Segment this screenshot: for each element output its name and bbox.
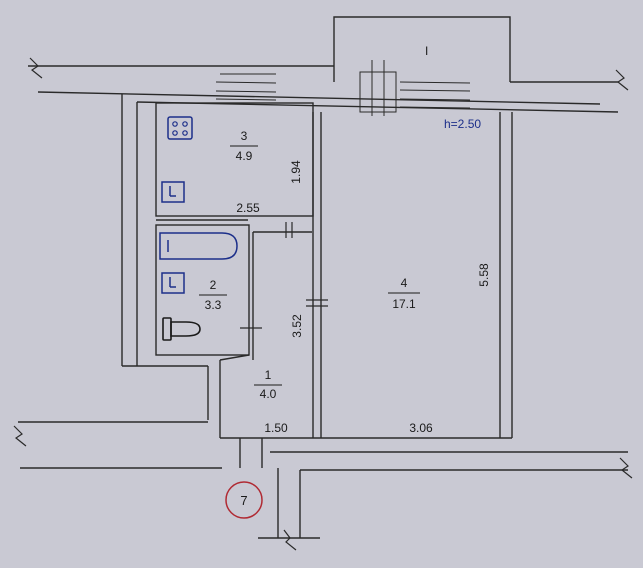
room-number: 1 [265, 368, 272, 382]
sink-icon [161, 181, 185, 203]
balcony-mark: I [425, 44, 428, 58]
dimension-label: 2.55 [236, 201, 260, 215]
windows [215, 60, 471, 116]
dimension-label: 3.52 [290, 314, 304, 338]
window-left [215, 73, 277, 101]
dimension-label: 3.06 [409, 421, 433, 435]
room-number: 2 [210, 278, 217, 292]
walls [18, 16, 628, 539]
room-number: 4 [401, 276, 408, 290]
toilet-icon [162, 317, 201, 341]
door-marks [240, 222, 328, 329]
entrance-marker: 7 [225, 481, 263, 519]
room-area: 17.1 [392, 297, 416, 311]
window-right [399, 81, 471, 109]
dimension-label: 1.50 [264, 421, 288, 435]
bathtub-icon [159, 232, 238, 260]
dimension-label: 1.94 [289, 160, 303, 184]
ceiling-height: h=2.50 [444, 117, 481, 131]
sink-icon [161, 272, 185, 294]
room-number: 3 [241, 129, 248, 143]
room-area: 4.9 [236, 149, 253, 163]
room-area: 4.0 [260, 387, 277, 401]
room-area: 3.3 [205, 298, 222, 312]
balcony-outline [333, 16, 511, 82]
stove-icon [167, 116, 193, 140]
balcony-door [359, 60, 397, 116]
dimension-label: 5.58 [477, 263, 491, 287]
entrance-number: 7 [240, 493, 247, 508]
wall-break-icon [13, 57, 633, 551]
